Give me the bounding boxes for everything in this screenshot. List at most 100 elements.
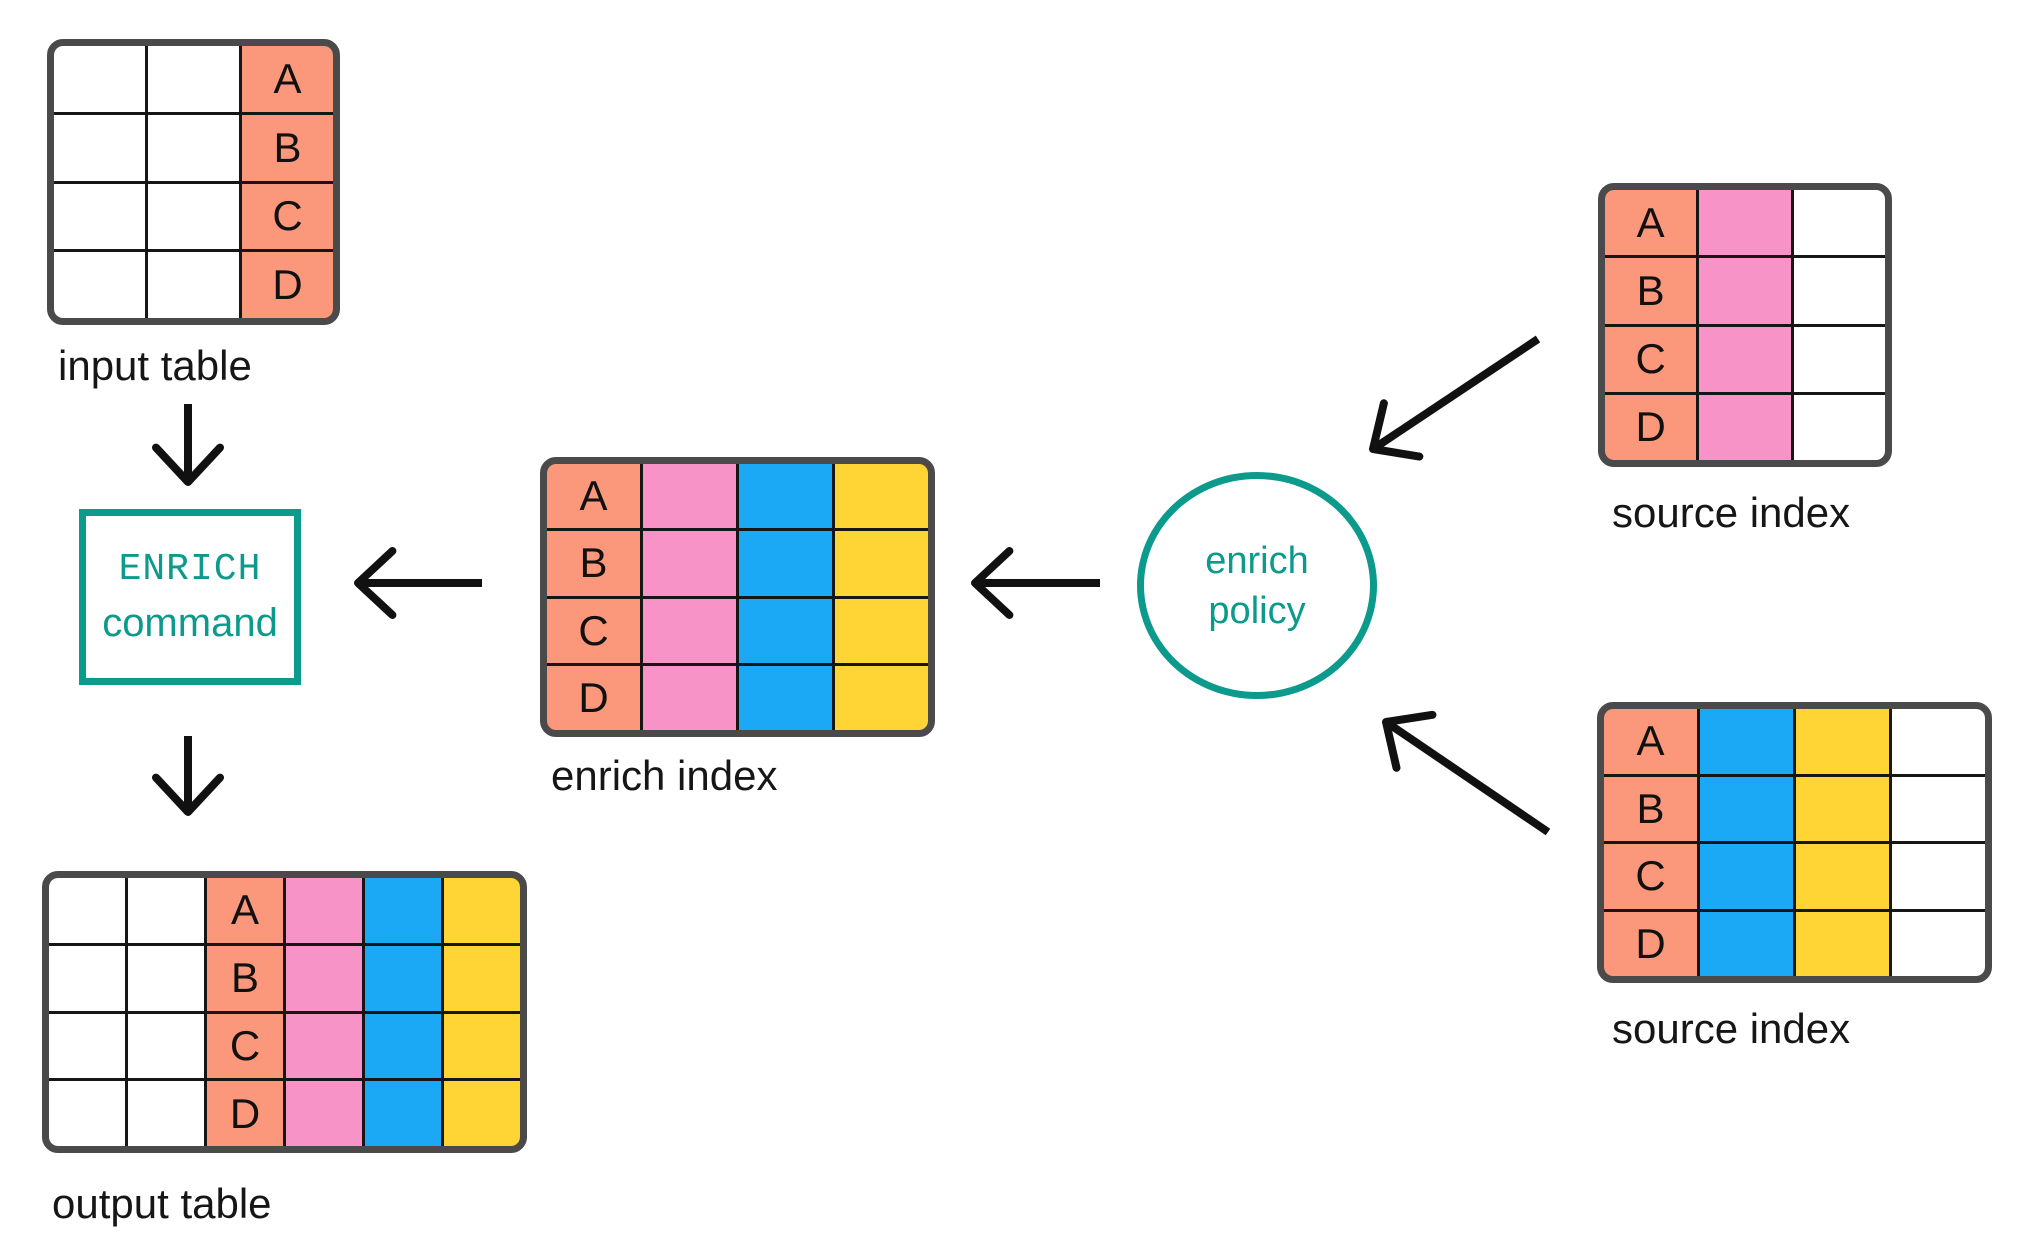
cell-blank bbox=[148, 114, 239, 181]
cell-blank bbox=[1793, 258, 1885, 324]
cell-pink bbox=[1699, 258, 1791, 324]
cell-key-c: C bbox=[547, 598, 640, 663]
cell-blue bbox=[1700, 776, 1793, 841]
key-letter: A bbox=[230, 886, 259, 934]
cell-yellow bbox=[1796, 911, 1889, 976]
cell-key-d: D bbox=[547, 665, 640, 730]
cell-blue bbox=[739, 598, 832, 663]
cell-blank bbox=[128, 878, 204, 943]
cell-key-c: C bbox=[207, 1013, 283, 1079]
cell-key-c: C bbox=[1604, 844, 1697, 909]
cell-pink bbox=[1699, 394, 1791, 460]
key-letter: C bbox=[1635, 335, 1666, 383]
cell-blank bbox=[1793, 326, 1885, 392]
cell-yellow bbox=[835, 464, 928, 529]
key-letter: D bbox=[578, 673, 609, 721]
cell-blank bbox=[49, 945, 125, 1011]
key-letter: B bbox=[1636, 784, 1665, 832]
key-letter: B bbox=[273, 123, 302, 171]
cell-blue bbox=[739, 464, 832, 529]
cell-blank bbox=[49, 1081, 125, 1146]
key-letter: B bbox=[579, 539, 608, 587]
cell-key-a: A bbox=[242, 46, 333, 112]
cell-blue bbox=[365, 878, 441, 943]
cell-blank bbox=[49, 1013, 125, 1079]
key-letter: C bbox=[229, 1021, 261, 1069]
cell-blue bbox=[1700, 844, 1793, 909]
cell-yellow bbox=[835, 531, 928, 596]
cell-yellow bbox=[444, 945, 520, 1011]
cell-pink bbox=[643, 531, 736, 596]
cell-yellow bbox=[1796, 709, 1889, 774]
cell-key-b: B bbox=[1605, 258, 1697, 324]
enrich-index-table: A B C D bbox=[540, 457, 935, 737]
cell-blank bbox=[128, 1081, 204, 1146]
source-index-bottom-table: A B C D bbox=[1597, 702, 1992, 983]
enrich-policy-word2: policy bbox=[1208, 589, 1306, 632]
cell-key-b: B bbox=[1604, 776, 1697, 841]
cell-pink bbox=[286, 1013, 362, 1079]
cell-key-c: C bbox=[242, 183, 333, 250]
input-table: A B C D bbox=[47, 39, 340, 325]
cell-blank bbox=[128, 945, 204, 1011]
cell-blank bbox=[148, 183, 239, 250]
cell-blank bbox=[1892, 844, 1985, 909]
cell-blank bbox=[1892, 776, 1985, 841]
cell-blank bbox=[1793, 190, 1885, 256]
enrich-command-word: command bbox=[102, 601, 278, 645]
enrich-policy-word1: enrich bbox=[1205, 539, 1309, 582]
cell-blank bbox=[54, 46, 145, 112]
cell-pink bbox=[643, 464, 736, 529]
output-table: A B C D bbox=[42, 871, 527, 1153]
cell-blue bbox=[739, 531, 832, 596]
cell-pink bbox=[1699, 326, 1791, 392]
key-letter: A bbox=[273, 54, 302, 102]
key-letter: D bbox=[1635, 403, 1666, 451]
cell-yellow bbox=[1796, 776, 1889, 841]
cell-yellow bbox=[444, 1081, 520, 1146]
key-letter: A bbox=[1636, 198, 1665, 246]
cell-blue bbox=[365, 1013, 441, 1079]
cell-blue bbox=[739, 665, 832, 730]
cell-key-d: D bbox=[242, 252, 333, 318]
key-letter: D bbox=[1635, 919, 1666, 967]
cell-yellow bbox=[444, 1013, 520, 1079]
cell-key-a: A bbox=[1605, 190, 1697, 256]
cell-blue bbox=[1700, 911, 1793, 976]
cell-pink bbox=[643, 665, 736, 730]
cell-key-b: B bbox=[207, 945, 283, 1011]
cell-blank bbox=[54, 252, 145, 318]
cell-blue bbox=[1700, 709, 1793, 774]
source-index-top-label: source index bbox=[1612, 489, 1851, 536]
key-letter: B bbox=[1636, 266, 1665, 314]
cell-key-b: B bbox=[547, 531, 640, 596]
cell-blank bbox=[148, 46, 239, 112]
cell-blank bbox=[1793, 394, 1885, 460]
cell-yellow bbox=[1796, 844, 1889, 909]
cell-key-a: A bbox=[1604, 709, 1697, 774]
cell-key-d: D bbox=[207, 1081, 283, 1146]
output-table-label: output table bbox=[52, 1180, 272, 1227]
cell-pink bbox=[643, 598, 736, 663]
cell-yellow bbox=[444, 878, 520, 943]
cell-blank bbox=[49, 878, 125, 943]
cell-blank bbox=[148, 252, 239, 318]
cell-pink bbox=[1699, 190, 1791, 256]
enrich-index-label: enrich index bbox=[551, 752, 778, 799]
cell-blank bbox=[128, 1013, 204, 1079]
enrich-command-keyword: ENRICH bbox=[118, 548, 262, 591]
cell-blank bbox=[54, 183, 145, 250]
cell-key-b: B bbox=[242, 114, 333, 181]
source-index-bottom-label: source index bbox=[1612, 1005, 1851, 1052]
arrow-source-bottom-to-policy bbox=[1382, 710, 1551, 836]
cell-yellow bbox=[835, 598, 928, 663]
cell-key-d: D bbox=[1605, 394, 1697, 460]
key-letter: C bbox=[272, 192, 303, 240]
cell-blank bbox=[1892, 911, 1985, 976]
cell-key-d: D bbox=[1604, 911, 1697, 976]
cell-key-a: A bbox=[547, 464, 640, 529]
arrow-source-top-to-policy bbox=[1368, 335, 1541, 461]
key-letter: D bbox=[229, 1089, 261, 1137]
cell-key-c: C bbox=[1605, 326, 1697, 392]
